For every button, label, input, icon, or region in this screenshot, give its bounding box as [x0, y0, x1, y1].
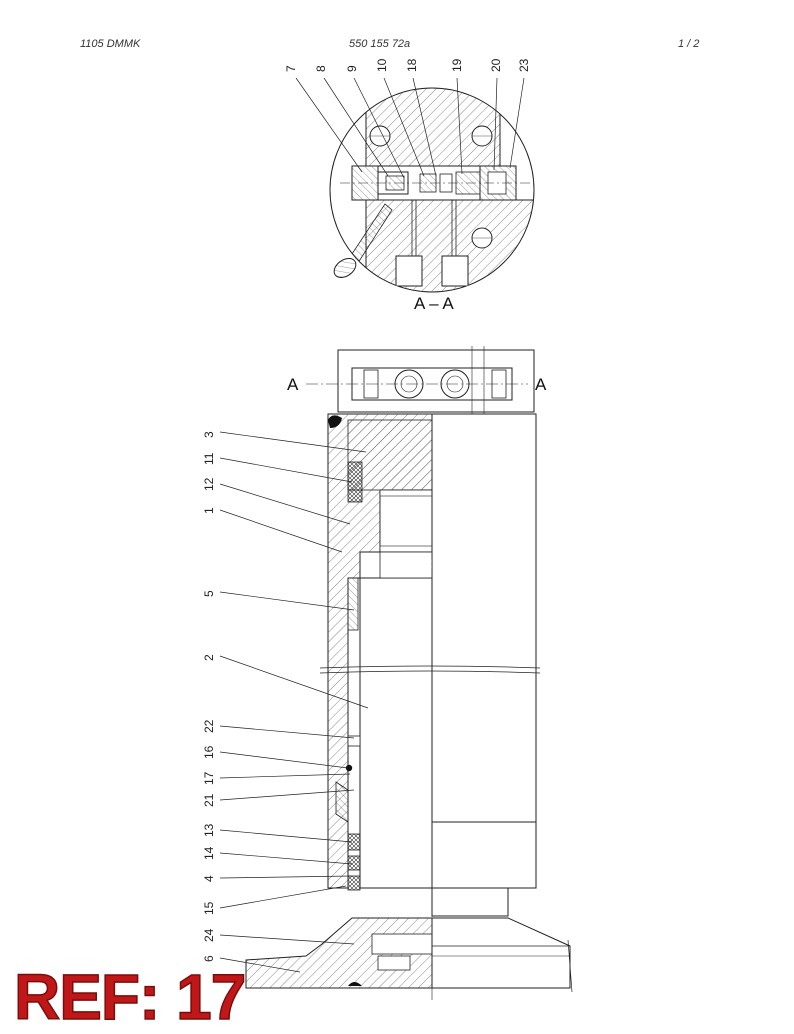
section-marker-left: A [287, 375, 299, 394]
callout-17: 17 [202, 771, 216, 785]
callout-9: 9 [345, 65, 359, 72]
callout-16: 16 [202, 745, 216, 759]
callout-6: 6 [202, 955, 216, 962]
callout-12: 12 [202, 477, 216, 491]
callout-4: 4 [202, 875, 216, 882]
section-title: A – A [414, 294, 454, 313]
callout-3: 3 [202, 431, 216, 438]
section-detail-a-a: 7 8 9 10 18 19 20 23 A – A [284, 58, 535, 313]
callout-24: 24 [202, 928, 216, 942]
section-marker-right: A [535, 375, 547, 394]
callout-23: 23 [517, 58, 531, 72]
callout-8: 8 [314, 65, 328, 72]
callout-5: 5 [202, 590, 216, 597]
callout-19: 19 [450, 58, 464, 72]
callout-21: 21 [202, 793, 216, 807]
side-leaders [219, 431, 369, 973]
callout-14: 14 [202, 846, 216, 860]
main-assembly: A A [245, 346, 573, 1000]
callout-18: 18 [405, 58, 419, 72]
callout-22: 22 [202, 719, 216, 733]
header-page-number: 1 / 2 [678, 38, 700, 50]
header-part-number: 550 155 72a [349, 38, 411, 50]
callout-20: 20 [489, 58, 503, 72]
callout-10: 10 [375, 58, 389, 72]
callout-13: 13 [202, 823, 216, 837]
header-drawing-code: 1105 DMMK [80, 38, 141, 50]
callout-1: 1 [202, 507, 216, 514]
callout-15: 15 [202, 901, 216, 915]
ref-label: REF: 17 [13, 961, 247, 1033]
callout-2: 2 [202, 654, 216, 661]
callout-7: 7 [284, 65, 298, 72]
callout-11: 11 [202, 452, 216, 465]
